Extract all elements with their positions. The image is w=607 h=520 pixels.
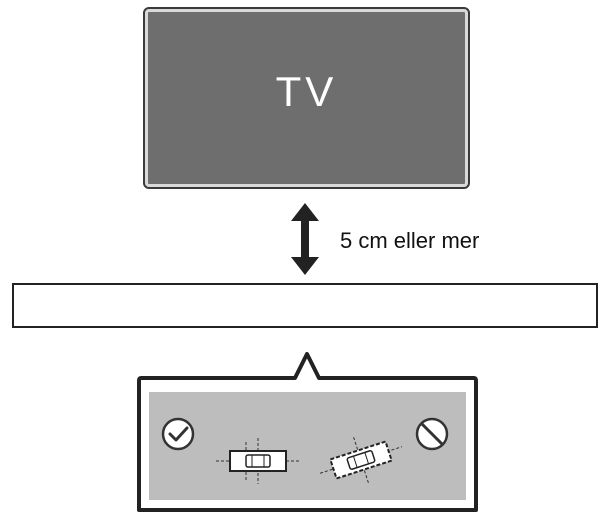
tv-label: TV: [275, 68, 338, 115]
spirit-level-icon: [216, 438, 300, 484]
soundbar: [12, 283, 598, 328]
clearance-label: 5 cm eller mer: [340, 228, 480, 253]
double-arrow-vertical-icon: [291, 203, 319, 275]
check-circle-icon: [161, 417, 195, 451]
spirit-level-tilted-icon: [319, 437, 403, 483]
tv-screen: TV: [143, 7, 470, 189]
level-callout: [137, 352, 478, 512]
prohibited-icon: [415, 417, 449, 451]
